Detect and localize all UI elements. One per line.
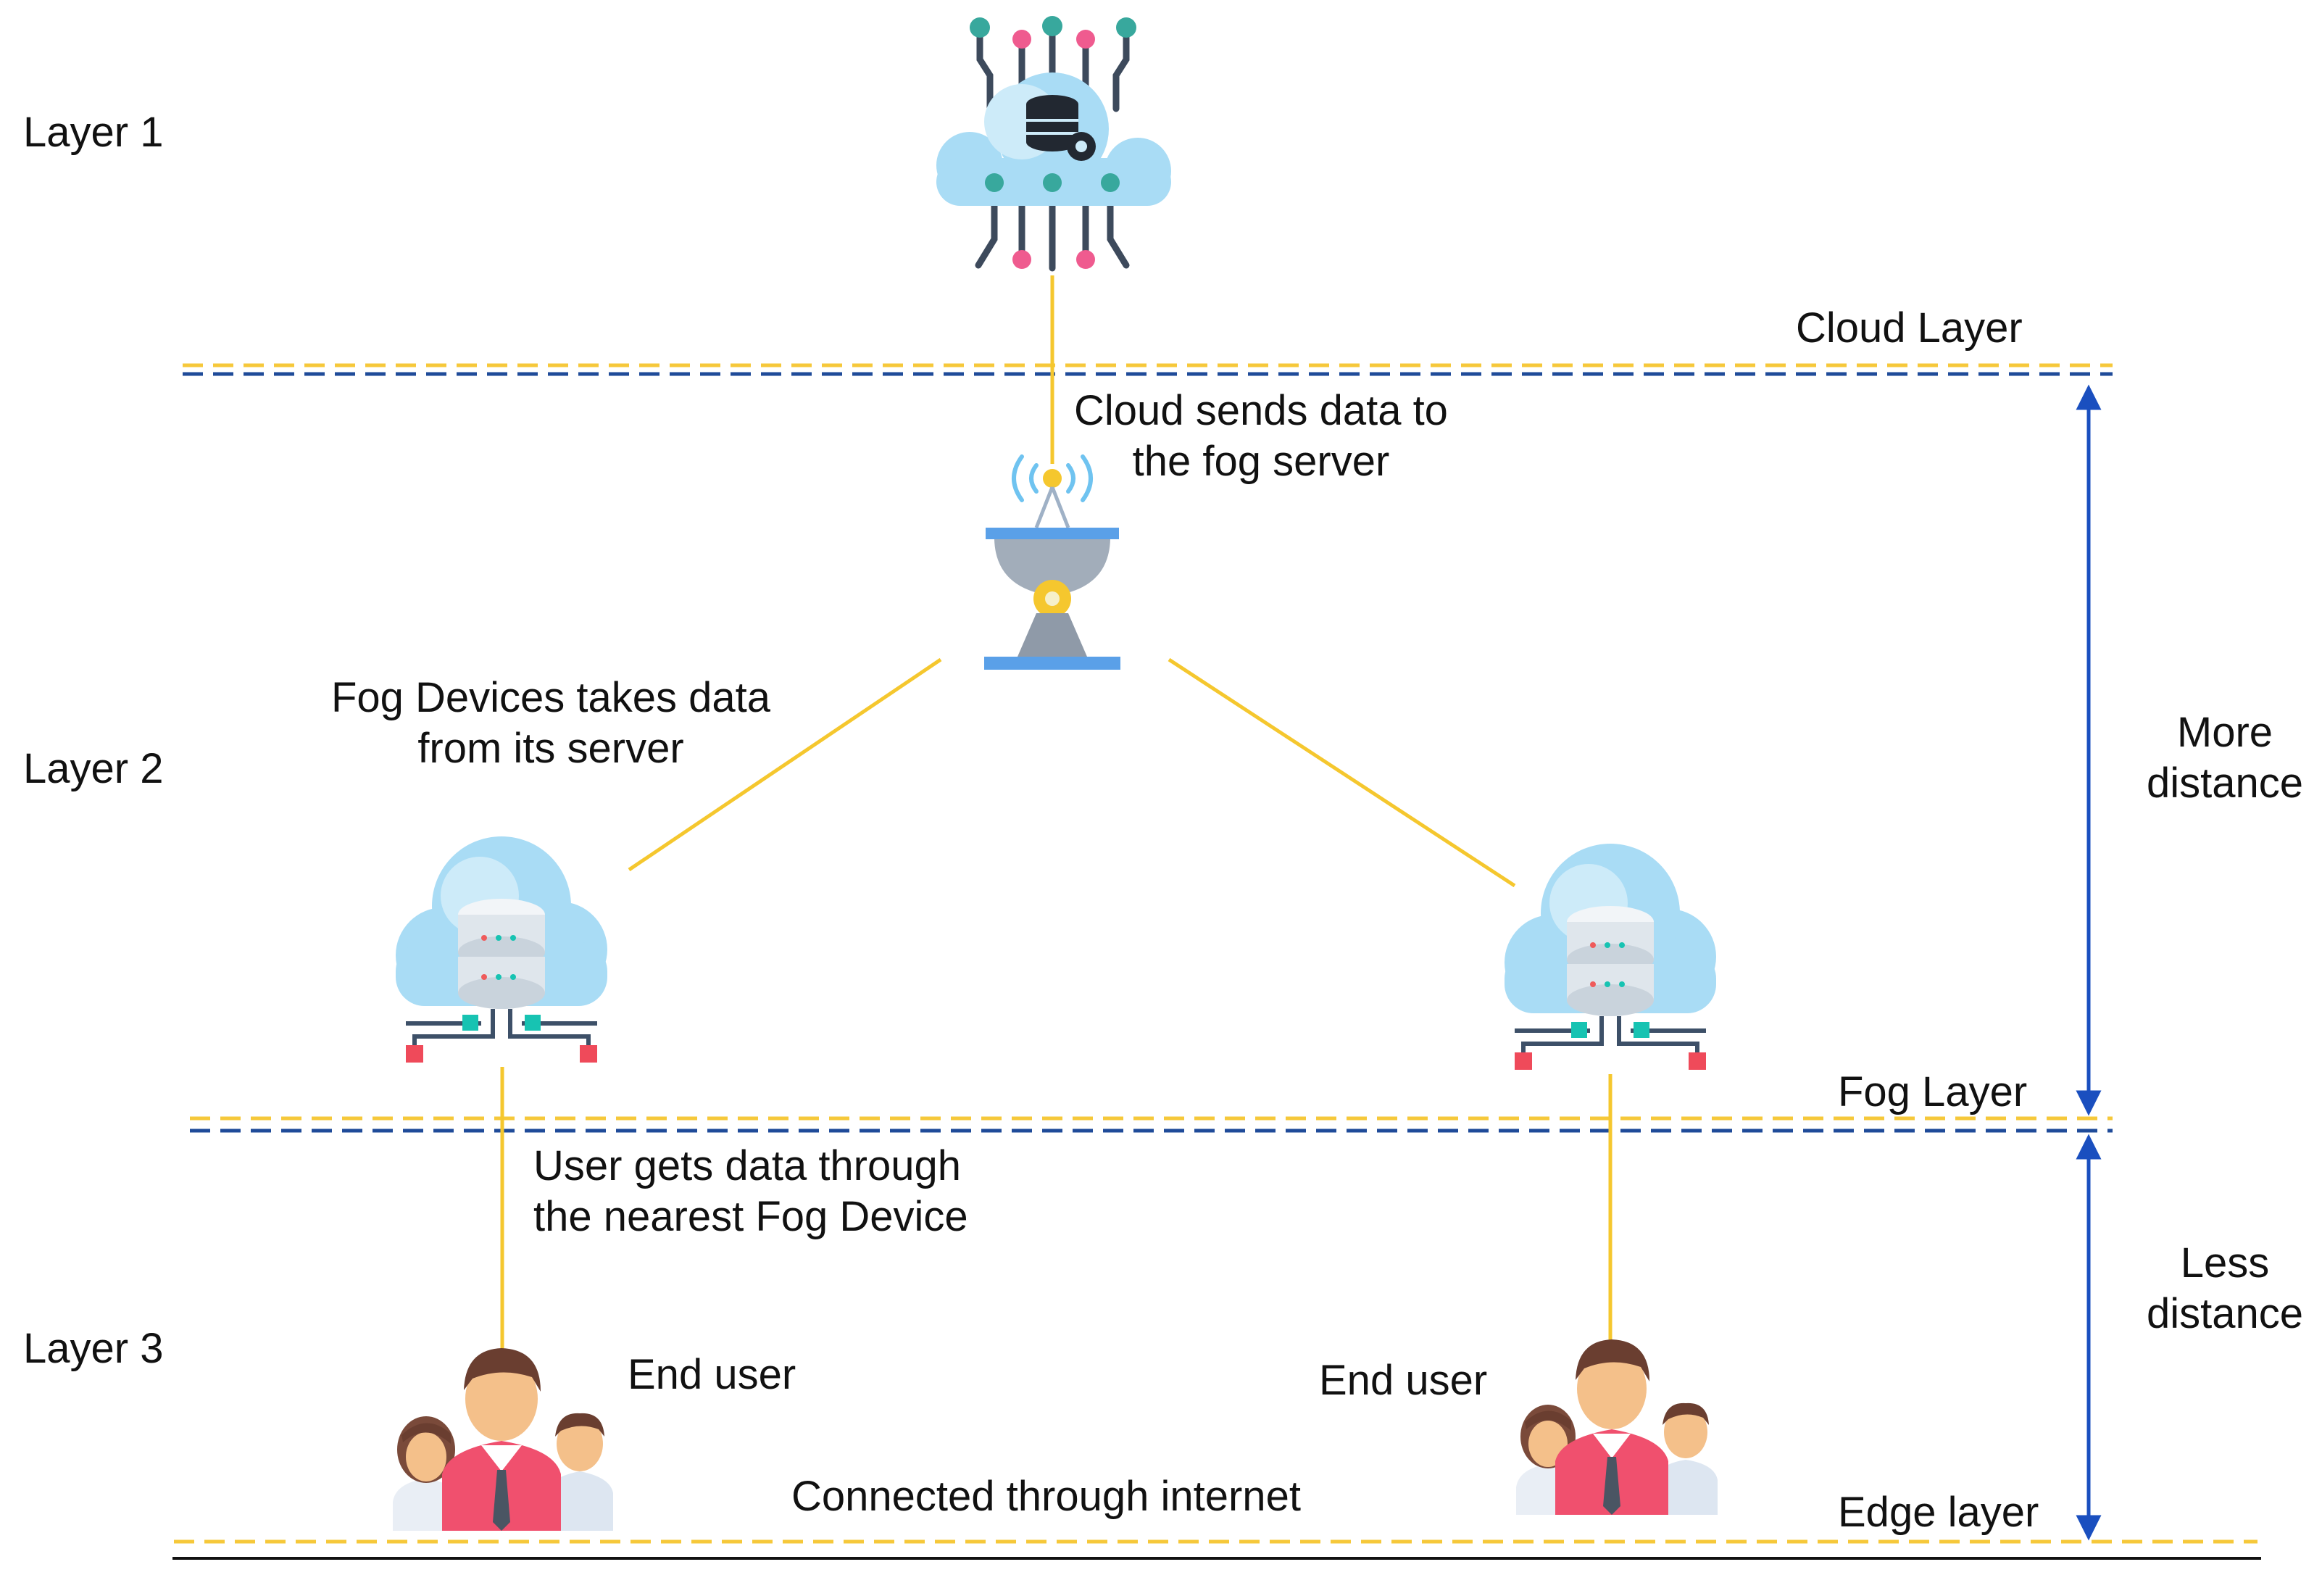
connected-through-internet-label: Connected through internet — [791, 1473, 1301, 1520]
user-group-icon-left — [393, 1348, 613, 1531]
cloud-server-icon-right — [1505, 844, 1716, 1070]
user-gets-annotation-line1: User gets data through — [533, 1142, 962, 1189]
cloud-server-icon-left — [396, 836, 607, 1063]
layer-1-label: Layer 1 — [23, 109, 164, 156]
more-distance-line2: distance — [2146, 759, 2304, 807]
less-distance-line2: distance — [2146, 1289, 2304, 1337]
cloud-database-icon — [936, 16, 1171, 272]
more-distance-label: More distance — [2116, 707, 2322, 808]
cloud-to-fog-annotation-line2: the fog server — [1132, 437, 1390, 485]
fog-devices-annotation: Fog Devices takes data from its server — [275, 673, 826, 773]
fog-devices-annotation-line1: Fog Devices takes data — [330, 674, 771, 721]
user-gets-annotation-line2: the nearest Fog Device — [533, 1192, 968, 1240]
user-gets-annotation: User gets data through the nearest Fog D… — [533, 1141, 968, 1242]
end-user-right-label: End user — [1319, 1357, 1488, 1404]
edge-layer-label: Edge layer — [1838, 1489, 2039, 1536]
fog-server-to-right-device-link — [1168, 657, 1516, 888]
layer-2-label: Layer 2 — [23, 745, 164, 792]
fog-devices-annotation-line2: from its server — [417, 724, 684, 772]
antenna-tower-icon — [984, 454, 1120, 670]
cloud-layer-label: Cloud Layer — [1796, 304, 2023, 352]
fog-layer-label: Fog Layer — [1838, 1068, 2028, 1115]
more-distance-line1: More — [2176, 709, 2273, 756]
less-distance-label: Less distance — [2116, 1238, 2322, 1339]
layer-boundaries — [172, 363, 2261, 1560]
user-group-icon-right — [1516, 1339, 1718, 1515]
end-user-left-label: End user — [628, 1351, 796, 1398]
cloud-to-fog-annotation: Cloud sends data to the fog server — [1000, 386, 1522, 486]
less-distance-line1: Less — [2180, 1239, 2270, 1287]
layer-3-label: Layer 3 — [23, 1325, 164, 1372]
fog-server-to-left-device-link — [628, 657, 942, 872]
cloud-to-fog-annotation-line1: Cloud sends data to — [1074, 387, 1448, 434]
connectors — [500, 275, 1612, 1352]
